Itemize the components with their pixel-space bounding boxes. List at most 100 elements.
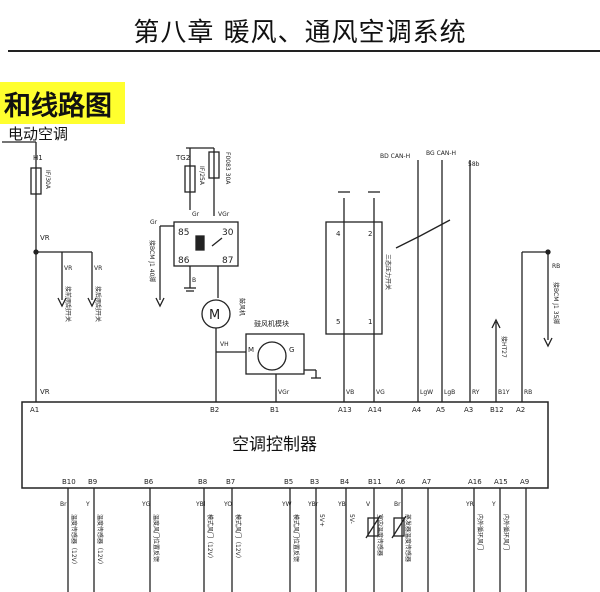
- ac-controller-label: 空调控制器: [232, 435, 317, 455]
- bottom-note-B8: 模式风门（12V）: [206, 514, 214, 562]
- evap-temp-sensor: [393, 517, 405, 537]
- rb-label: RB: [552, 263, 560, 270]
- relay-box: [173, 221, 239, 267]
- vgr-label: VGr: [218, 211, 230, 218]
- top-pin-B1: B1: [270, 406, 279, 414]
- fuse-tg2-rating: IF/25A: [198, 166, 205, 186]
- bottom-pin-B10: B10: [62, 478, 76, 486]
- top-wire-A13: VB: [346, 389, 354, 396]
- bottom-note-A16: 内外循环风门: [476, 514, 484, 550]
- arrow-relay: [155, 297, 165, 308]
- top-pin-A3: A3: [464, 406, 473, 414]
- can-label-2: BG CAN-H: [426, 150, 456, 157]
- bottom-note-B6: 温度风门位置反馈: [152, 514, 160, 562]
- junction-dot: [33, 249, 39, 255]
- bottom-pin-B4: B4: [340, 478, 350, 486]
- bottom-pin-B3: B3: [310, 478, 319, 486]
- top-pin-A5: A5: [436, 406, 445, 414]
- bottom-wire-label-A15: Y: [491, 501, 496, 508]
- relay-pin-87: 87: [222, 256, 233, 266]
- pressure-switch-label: 三态压力开关: [384, 254, 392, 290]
- top-pin-A13: A13: [338, 406, 352, 414]
- top-wire-B12: B1Y: [498, 389, 510, 396]
- bottom-wire-label-B4: YB: [337, 501, 346, 508]
- vr-branch-2-label: VR: [94, 265, 102, 272]
- fuse-h1-name: H1: [33, 154, 43, 162]
- sensor-slash-1: [365, 515, 381, 539]
- chapter-title: 第八章 暖风、通风空调系统: [133, 18, 467, 48]
- pressure-switch-box: [325, 221, 383, 335]
- bottom-pin-B8: B8: [198, 478, 207, 486]
- ht-note: 接HT27: [500, 336, 508, 358]
- wire-label-vr-left: VR: [40, 234, 50, 242]
- fuse-f0083: [208, 151, 220, 179]
- top-wire-A4: LgW: [420, 389, 433, 396]
- bottom-note-A6: 蒸发器温度传感器: [404, 514, 412, 562]
- vr-branch-1-note: 接前雨刮开关: [64, 286, 72, 322]
- signal-58b: 58b: [468, 161, 480, 168]
- section-title: 和线路图: [4, 91, 112, 122]
- top-pin-B12: B12: [490, 406, 504, 414]
- arrow-ht: [491, 318, 501, 329]
- relay-pin-86: 86: [178, 256, 190, 266]
- bottom-wire-label-B11: V: [366, 501, 371, 508]
- switch-pin-4: 4: [336, 230, 341, 238]
- bottom-wire-label-A6: Br: [394, 501, 401, 508]
- bottom-wire-label-A16: YR: [465, 501, 474, 508]
- bottom-note-B7: 模式风门（12V）: [234, 514, 242, 562]
- indoor-temp-sensor: [367, 517, 379, 537]
- transistor-pin-m: M: [248, 346, 254, 354]
- ac-controller-box: [21, 401, 549, 489]
- right-note: 接BCM J1 35脚: [552, 282, 560, 324]
- relay-gr-label: Gr: [150, 219, 158, 226]
- bottom-note-B5: 模式风门位置反馈: [292, 514, 300, 562]
- fuse-f0083-rating: F0083 30A: [224, 152, 231, 185]
- fuse-tg2-name: TG2: [175, 154, 190, 162]
- bottom-pin-B6: B6: [144, 478, 154, 486]
- relay-coil: [195, 235, 205, 251]
- fuse-tg2: [184, 165, 196, 193]
- switch-pin-5: 5: [336, 318, 340, 326]
- can-label-1: BD CAN-H: [380, 153, 410, 160]
- bottom-pin-B9: B9: [88, 478, 97, 486]
- blower-module-box: [245, 333, 305, 375]
- bottom-pin-row: B10Br温度传感器（12V）B9Y温度传感器（12V）B6YG温度风门位置反馈…: [60, 478, 529, 592]
- arrow-2: [87, 297, 97, 308]
- gr-label: Gr: [192, 211, 200, 218]
- bottom-pin-A15: A15: [494, 478, 508, 486]
- transistor-pin-g: G: [289, 346, 294, 354]
- wire-label-a1: VR: [40, 388, 50, 396]
- bottom-wire-label-B5: YW: [281, 501, 292, 508]
- arrow-right: [543, 337, 553, 348]
- arrow-1: [57, 297, 67, 308]
- bottom-wire-label-B10: Br: [60, 501, 67, 508]
- bottom-wire-label-B6: YG: [141, 501, 151, 508]
- top-wire-A2: RB: [524, 389, 532, 396]
- bottom-note-B10: 温度传感器（12V）: [70, 514, 78, 568]
- bottom-pin-A16: A16: [468, 478, 482, 486]
- bottom-pin-B7: B7: [226, 478, 235, 486]
- relay-ground-label: B: [192, 277, 196, 284]
- sensor-slash-2: [391, 515, 407, 539]
- switch-pin-1: 1: [368, 318, 372, 326]
- top-pin-A2: A2: [516, 406, 525, 414]
- bottom-wire-label-B8: YBl: [195, 501, 206, 508]
- top-wire-A5: LgB: [444, 389, 455, 396]
- relay-note: 接BCM J1 40脚: [148, 240, 156, 282]
- bottom-note-A15: 内外循环风门: [502, 514, 510, 550]
- fuse-h1: [30, 167, 42, 195]
- blower-module-label: 鼓风机模块: [254, 319, 289, 328]
- relay-pin-30: 30: [222, 228, 234, 238]
- switch-link: [395, 219, 451, 249]
- bottom-wire-label-B3: YBr: [307, 501, 319, 508]
- relay-contact: [211, 237, 223, 247]
- motor-label: 鼓风机: [238, 298, 246, 316]
- bottom-note-B3: 5V+: [318, 514, 325, 527]
- relay-pin-85: 85: [178, 228, 189, 238]
- bottom-pin-A7: A7: [422, 478, 431, 486]
- bottom-wire-label-B9: Y: [85, 501, 90, 508]
- rb-junction: [545, 249, 551, 255]
- subsection-title: 电动空调: [8, 125, 69, 143]
